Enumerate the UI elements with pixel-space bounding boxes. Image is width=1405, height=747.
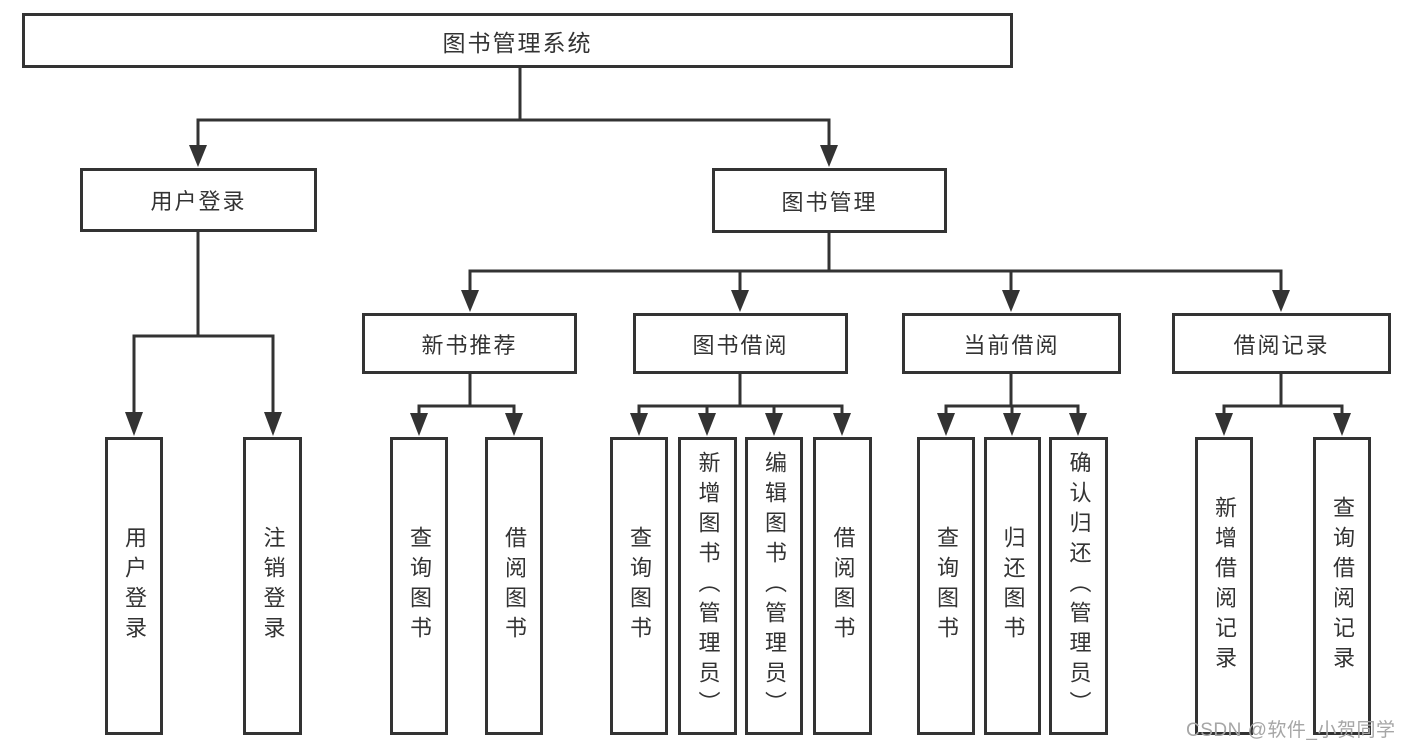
node-root: 图书管理系统: [22, 13, 1013, 68]
leaf-query-books-borrowing-label: 查询图书: [627, 526, 652, 646]
node-book-borrowing-label: 图书借阅: [692, 332, 789, 358]
leaf-add-books-admin: 新增图书（管理员）: [678, 437, 737, 735]
leaf-logout: 注销登录: [243, 437, 302, 735]
leaf-add-books-admin-label: 新增图书（管理员）: [695, 451, 721, 721]
leaf-borrow-books-borrowing-label: 借阅图书: [830, 526, 856, 646]
leaf-edit-books-admin-label: 编辑图书（管理员）: [762, 451, 787, 721]
node-new-book-recommendation: 新书推荐: [362, 313, 577, 374]
leaf-borrow-books-borrowing: 借阅图书: [813, 437, 872, 735]
leaf-add-borrow-record-label: 新增借阅记录: [1212, 496, 1237, 676]
leaf-add-borrow-record: 新增借阅记录: [1195, 437, 1253, 735]
leaf-query-borrow-record-label: 查询借阅记录: [1330, 496, 1355, 676]
leaf-edit-books-admin: 编辑图书（管理员）: [745, 437, 803, 735]
node-new-book-recommendation-label: 新书推荐: [421, 332, 518, 358]
leaf-query-borrow-record: 查询借阅记录: [1313, 437, 1371, 735]
node-user-login-label: 用户登录: [150, 189, 247, 214]
node-book-management: 图书管理: [712, 168, 947, 233]
leaf-confirm-return-admin-label: 确认归还（管理员）: [1066, 451, 1092, 721]
node-borrowing-records-label: 借阅记录: [1233, 332, 1330, 358]
leaf-return-books: 归还图书: [984, 437, 1041, 735]
node-current-borrowing: 当前借阅: [902, 313, 1121, 374]
node-user-login: 用户登录: [80, 168, 317, 232]
leaf-query-books-recommend: 查询图书: [390, 437, 448, 735]
csdn-watermark: CSDN @软件_小贺同学: [1186, 720, 1396, 741]
leaf-query-books-borrowing: 查询图书: [610, 437, 668, 735]
leaf-query-books-current-label: 查询图书: [934, 526, 959, 646]
leaf-borrow-books-recommend-label: 借阅图书: [502, 526, 527, 646]
node-book-borrowing: 图书借阅: [633, 313, 848, 374]
leaf-user-login: 用户登录: [105, 437, 163, 735]
leaf-query-books-recommend-label: 查询图书: [407, 526, 432, 646]
leaf-logout-label: 注销登录: [260, 526, 286, 646]
leaf-confirm-return-admin: 确认归还（管理员）: [1049, 437, 1108, 735]
leaf-borrow-books-recommend: 借阅图书: [485, 437, 543, 735]
node-root-label: 图书管理系统: [442, 29, 593, 56]
node-current-borrowing-label: 当前借阅: [963, 332, 1060, 358]
node-borrowing-records: 借阅记录: [1172, 313, 1391, 374]
leaf-user-login-label: 用户登录: [122, 526, 147, 646]
leaf-return-books-label: 归还图书: [1000, 526, 1026, 646]
leaf-query-books-current: 查询图书: [917, 437, 975, 735]
node-book-management-label: 图书管理: [781, 189, 878, 215]
